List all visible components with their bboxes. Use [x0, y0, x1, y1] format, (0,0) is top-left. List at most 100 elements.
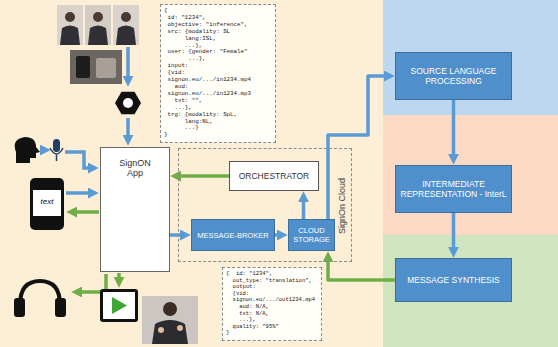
code-line: { id: "1234",: [226, 271, 318, 278]
code-line: trg: {modality: SpL,: [164, 112, 272, 119]
code-line: ...},: [164, 56, 272, 63]
code-line: input:: [164, 63, 272, 70]
code-line: signon.eu/.../in1234.mp4: [164, 77, 272, 84]
photo-frame: [57, 5, 83, 45]
code-line: lang:ISL,: [164, 36, 272, 43]
app-box: SignON App: [100, 147, 170, 272]
photo-body: [152, 320, 188, 344]
phone-body: [30, 178, 64, 230]
code-line: lang:NL,: [164, 119, 272, 126]
ear-cup: [55, 298, 66, 317]
process-label: MESSAGE SYNTHESIS: [407, 275, 500, 285]
sign-photo: [57, 5, 83, 45]
sign-photo: [85, 5, 111, 45]
output-arrow: [117, 273, 121, 279]
photo-hand: [177, 325, 183, 331]
photo-frame: [113, 5, 139, 45]
mic-head: [53, 139, 60, 152]
flow-arrow: [179, 174, 229, 178]
photo-body: [116, 26, 136, 46]
signer-photo: [142, 296, 198, 344]
flow-arrow: [452, 213, 456, 249]
code-line: aud: N/A,: [226, 304, 318, 311]
play-triangle: [112, 297, 127, 314]
photo-frame: [70, 50, 122, 84]
code-line: }: [226, 330, 318, 337]
photo-head: [163, 302, 177, 316]
photo-frame: [85, 5, 111, 45]
hexagon-shape: [115, 92, 141, 115]
process-box: MESSAGE SYNTHESIS: [395, 258, 512, 302]
code-line: signon.eu/.../in1234.mp3: [164, 91, 272, 98]
app-label: SignON App: [112, 158, 158, 179]
video-screen: [103, 292, 135, 319]
code-line: objective: "inference",: [164, 22, 272, 29]
process-label: CLOUD STORAGE: [293, 226, 330, 244]
code-line: output:: [226, 284, 318, 291]
code-line: {vid:: [226, 291, 318, 298]
code-line: id: "1234",: [164, 15, 272, 22]
json-message-box: { id: "1234",out_type: "translation",out…: [222, 267, 322, 341]
hand-shape: [96, 58, 116, 78]
head-silhouette: [15, 137, 40, 163]
flow-arrow: [328, 260, 395, 280]
photo-head: [93, 12, 103, 22]
code-line: txt: N/A,: [226, 311, 318, 318]
photo-frame: [142, 296, 198, 344]
phone-icon: [30, 178, 64, 230]
process-box: CLOUD STORAGE: [288, 219, 335, 251]
flow-arrow: [452, 100, 456, 156]
app-ground: [0, 0, 383, 347]
code-line: ...},: [226, 317, 318, 324]
mic-stand: [56, 155, 58, 161]
speaker-icon: [15, 137, 40, 163]
cloud-region: SignOn Cloud ORCHESTRATOR MESSAGE-BROKER CL…: [178, 148, 352, 262]
code-line: txt: "",: [164, 98, 272, 105]
photo-head: [65, 12, 75, 22]
process-box: SOURCE LANGUAGE PROCESSING: [395, 52, 512, 100]
screen-label: text: [33, 197, 61, 206]
process-label: ORCHESTRATOR: [239, 171, 310, 181]
process-label: MESSAGE-BROKER: [197, 231, 268, 240]
process-label: INTERMEDIATE REPRESENTATION - InterL: [400, 179, 507, 199]
microphone-icon: [50, 139, 63, 161]
mic-stand: [50, 148, 63, 154]
code-line: out_type: "translation",: [226, 278, 318, 285]
photo-body: [88, 26, 108, 46]
phone-screen: [33, 190, 61, 216]
code-line: quality: "95%": [226, 324, 318, 331]
input-arrow: [126, 118, 130, 137]
region-label: SignOn Cloud: [337, 178, 347, 234]
code-line: user: {gender: "Female": [164, 49, 272, 56]
phone-shape: [76, 56, 90, 78]
flow-arrow: [275, 233, 279, 237]
green-band: [383, 235, 558, 347]
video-frame: [100, 289, 138, 322]
photo-body: [60, 26, 80, 46]
input-arrow: [126, 47, 130, 78]
process-box: MESSAGE-BROKER: [191, 219, 275, 251]
input-arrow: [41, 149, 42, 152]
flow-arrow: [302, 200, 306, 219]
code-line: ...}: [164, 125, 272, 132]
blue-band: [383, 0, 558, 115]
code-line: }: [164, 132, 272, 139]
headphones-icon: [14, 281, 66, 317]
code-line: aud:: [164, 84, 272, 91]
video-call-photo: [70, 50, 122, 84]
process-label: SOURCE LANGUAGE PROCESSING: [400, 66, 507, 86]
process-box: INTERMEDIATE REPRESENTATION - InterL: [395, 165, 512, 213]
input-arrow: [65, 152, 90, 168]
code-line: ...},: [164, 43, 272, 50]
video-icon: [100, 289, 138, 322]
code-line: signon.eu/.../out1234.mp4: [226, 297, 318, 304]
camera-hexagon: [115, 92, 141, 115]
flow-arrow: [170, 233, 182, 237]
process-box: ORCHESTRATOR: [229, 161, 319, 191]
code-line: {: [164, 8, 272, 15]
lens-shape: [123, 98, 133, 108]
headband: [20, 281, 60, 305]
input-arrow: [66, 191, 90, 195]
photo-hand: [158, 327, 164, 333]
